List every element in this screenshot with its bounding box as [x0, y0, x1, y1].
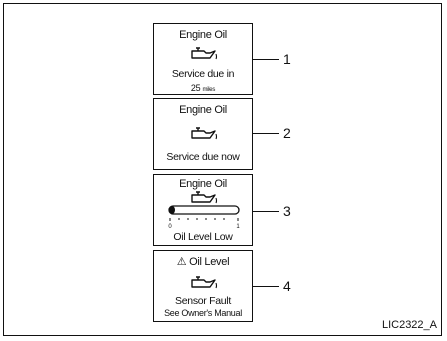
- oil-can-icon: [191, 47, 218, 60]
- callout-leader-4: [253, 286, 279, 287]
- gauge-fill: [169, 206, 175, 214]
- panel-header: Engine Oil: [179, 104, 227, 116]
- sensor-fault-message: Sensor Fault: [175, 295, 231, 307]
- figure-code: LIC2322_A: [381, 319, 437, 331]
- service-due-message: Service due now: [166, 151, 240, 163]
- display-panel-sensor-fault: ⚠ Oil Level Sensor Fault See Owner's Man…: [153, 250, 253, 322]
- display-panel-service-due-in: Engine Oil Service due in 25 miles: [153, 23, 253, 95]
- callout-number-4: 4: [283, 278, 291, 294]
- gauge-ticks: [169, 218, 239, 221]
- gauge-max-label: 1: [236, 224, 240, 229]
- display-panel-service-due-now: Engine Oil Service due now: [153, 98, 253, 170]
- callout-number-1: 1: [283, 51, 291, 67]
- distance-unit: miles: [202, 87, 216, 93]
- warning-triangle-icon: ⚠: [176, 256, 187, 268]
- service-due-message: Service due in: [171, 68, 235, 80]
- panel-header: Engine Oil: [179, 178, 227, 190]
- figure-frame: [3, 3, 442, 336]
- panel-header: Engine Oil: [179, 29, 227, 41]
- gauge-min-label: 0: [168, 224, 172, 229]
- oil-level-gauge: 0 1: [168, 205, 240, 229]
- distance-readout: 25 miles: [154, 83, 252, 95]
- owners-manual-note: See Owner's Manual: [164, 308, 242, 318]
- distance-value: 25: [190, 83, 201, 93]
- callout-number-3: 3: [283, 203, 291, 219]
- callout-leader-2: [253, 133, 279, 134]
- callout-leader-3: [253, 211, 279, 212]
- callout-leader-1: [253, 59, 279, 60]
- display-panel-oil-level-low: Engine Oil 0 1 Oil Level Low: [153, 174, 253, 246]
- panel-header-label: Oil Level: [189, 256, 230, 268]
- oil-can-icon: [191, 276, 218, 289]
- callout-number-2: 2: [283, 125, 291, 141]
- oil-can-icon: [191, 127, 218, 140]
- oil-can-icon: [191, 191, 218, 204]
- panel-header: ⚠ Oil Level: [154, 256, 252, 268]
- oil-level-low-message: Oil Level Low: [173, 231, 233, 243]
- gauge-track: [168, 205, 240, 215]
